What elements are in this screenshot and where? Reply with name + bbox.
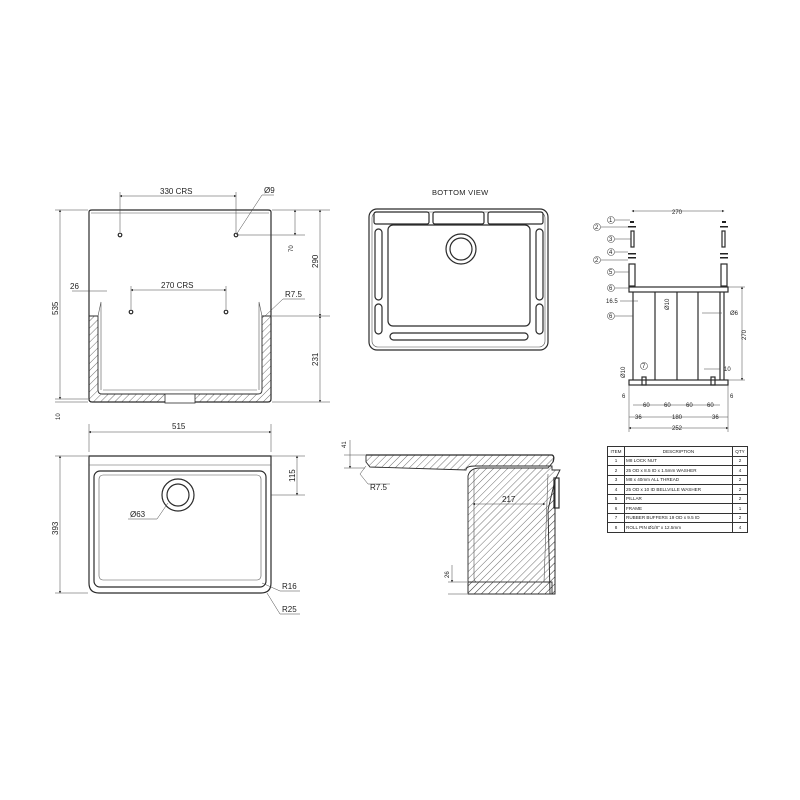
dim-rod-10: Ø10 [665,298,671,310]
frame-callouts: 1 2 3 4 2 5 6 6 7 [593,216,648,370]
svg-text:2: 2 [595,258,599,264]
side-section-view: 217 41 R7.5 26 [342,440,561,595]
dim-rod-6: Ø6 [730,311,739,317]
dim-10: 10 [56,413,62,420]
bottom-view: BOTTOM VIEW [368,188,549,351]
dim-r16: R16 [282,582,297,591]
svg-text:3: 3 [609,237,613,243]
dim-290: 290 [311,254,320,268]
dim-70: 70 [289,245,295,252]
dim-515: 515 [172,422,186,431]
dim-6-left: 6 [622,394,626,400]
dim-231: 231 [311,352,320,366]
svg-text:6: 6 [609,314,613,320]
svg-text:252: 252 [672,426,683,432]
dim-270-crs: 270 CRS [161,281,193,290]
svg-text:60: 60 [707,403,714,409]
frame-assembly: 270 1 2 3 4 2 5 6 [593,209,748,432]
dim-115: 115 [288,469,297,482]
dim-26-side: 26 [445,571,451,578]
svg-text:36: 36 [635,415,642,421]
svg-text:60: 60 [643,403,650,409]
dim-waste-63: Ø63 [130,510,146,519]
dim-frame-270: 270 [672,210,683,216]
dim-217: 217 [502,495,516,504]
dim-wall-26: 26 [70,282,79,291]
dim-16-5: 16.5 [606,299,618,305]
dim-41: 41 [342,441,348,448]
dim-330-crs: 330 CRS [160,187,192,196]
svg-text:180: 180 [672,415,683,421]
svg-text:4: 4 [609,250,613,256]
bom-header: ITEM DESCRIPTION QTY [607,446,748,457]
svg-text:6: 6 [609,286,613,292]
svg-text:60: 60 [686,403,693,409]
plan-view: 515 Ø63 115 393 R16 R25 [51,422,305,615]
dim-hole-dia: Ø9 [264,186,275,195]
svg-text:1: 1 [609,218,613,224]
dim-rod-10b: Ø10 [621,366,627,378]
svg-text:60: 60 [664,403,671,409]
svg-text:2: 2 [595,225,599,231]
bottom-view-title: BOTTOM VIEW [432,188,489,197]
dim-6-right: 6 [730,394,734,400]
front-section-view: 330 CRS Ø9 270 CRS 26 R7.5 70 290 231 53… [51,186,330,420]
svg-text:36: 36 [712,415,719,421]
dim-r25: R25 [282,605,297,614]
dim-393: 393 [51,521,60,535]
svg-text:7: 7 [642,364,646,370]
dim-r7-5: R7.5 [285,290,302,299]
dim-frame-height: 270 [742,329,748,340]
svg-text:5: 5 [609,270,613,276]
dim-r7-5-side: R7.5 [370,483,387,492]
dim-535: 535 [51,301,60,315]
dim-10: 10 [724,367,731,373]
